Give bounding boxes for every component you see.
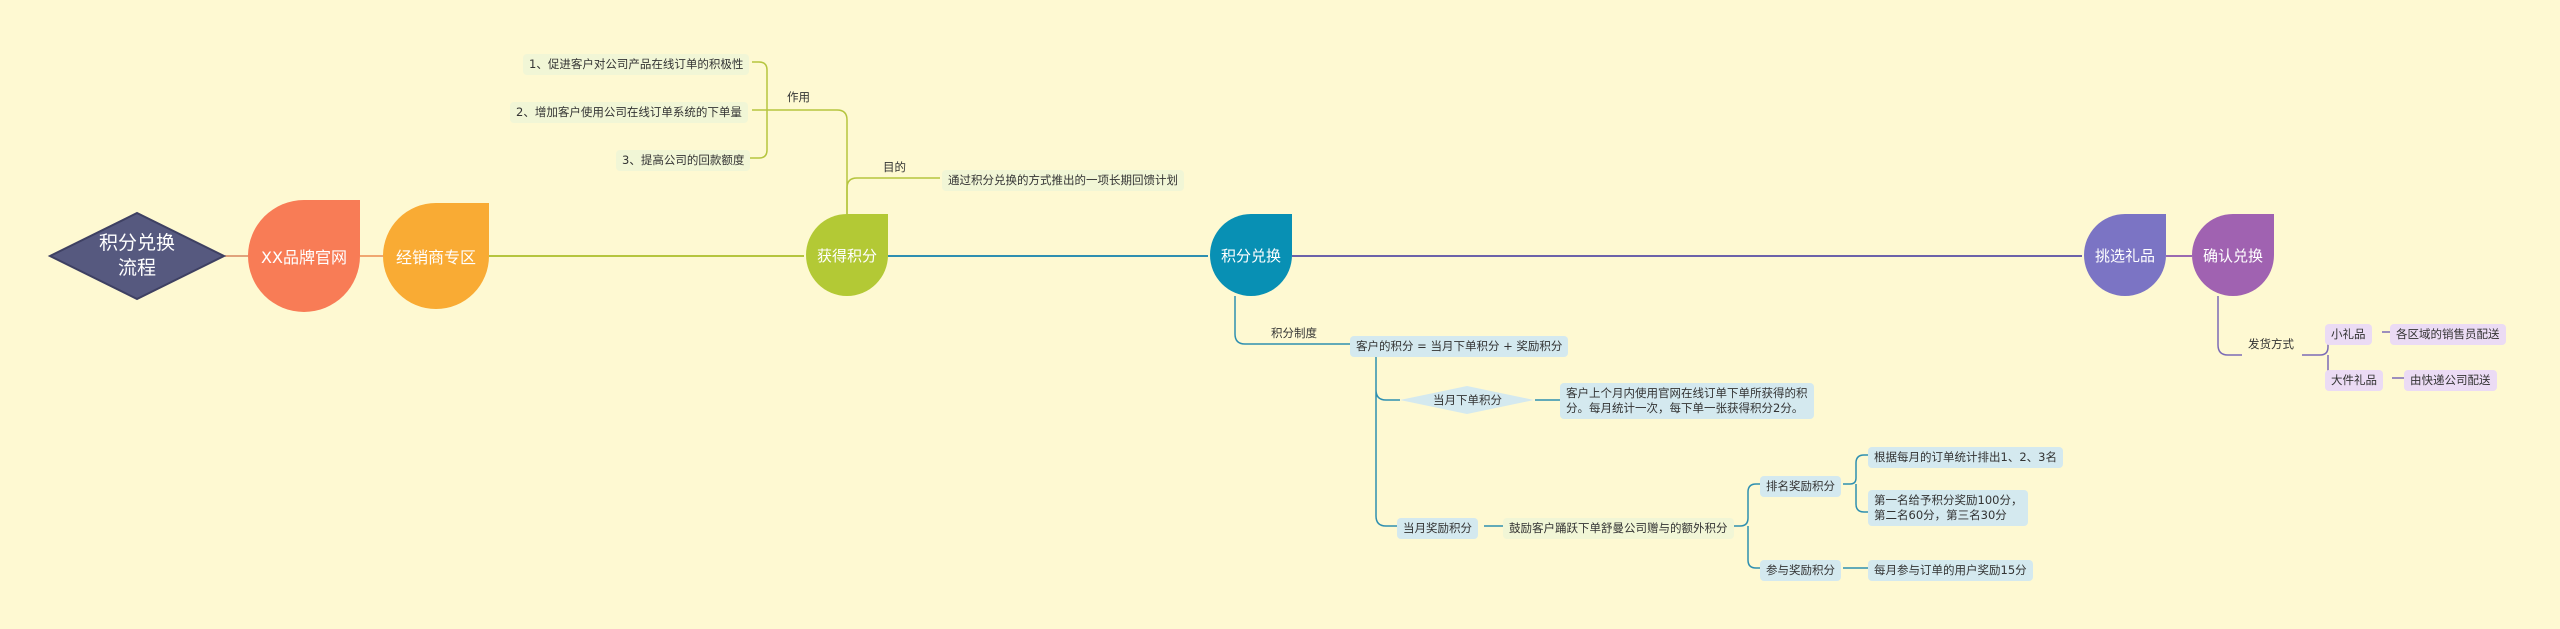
root-diamond [47,211,227,301]
large-gift-desc: 由快递公司配送 [2404,370,2497,391]
reward-desc: 鼓励客户踊跃下单舒曼公司赠与的额外积分 [1503,518,1734,539]
system-label: 积分制度 [1271,326,1317,340]
node-brand-site-label: XX品牌官网 [261,248,347,267]
use-item-1: 1、促进客户对公司产品在线订单的积极性 [523,54,750,75]
node-points-exchange-label: 积分兑换 [1220,246,1281,265]
node-dealer-zone[interactable]: 经销商专区 [383,203,489,309]
link-get-goal [846,177,940,214]
points-formula: 客户的积分 = 当月下单积分 + 奖励积分 [1350,336,1569,357]
link-use-items [750,61,768,159]
root-title: 积分兑换 流程 [98,232,175,279]
monthly-order-label: 当月下单积分 [1433,393,1502,407]
link-exchange-system [1234,296,1350,345]
link-formula-items [1375,356,1400,527]
node-confirm-exchange[interactable]: 确认兑换 [2192,214,2274,296]
small-gift-desc: 各区域的销售员配送 [2390,324,2506,345]
delivery-label: 发货方式 [2248,337,2294,351]
participation-reward: 参与奖励积分 [1760,560,1841,581]
monthly-reward: 当月奖励积分 [1397,518,1478,539]
use-item-2: 2、增加客户使用公司在线订单系统的下单量 [510,102,748,123]
node-confirm-exchange-label: 确认兑换 [2202,246,2263,265]
node-pick-gift-label: 挑选礼品 [2094,246,2155,265]
monthly-order-diamond [1400,386,1534,414]
monthly-order-desc: 客户上个月内使用官网在线订单下单所获得的积 分。每月统计一次，每下单一张获得积分… [1560,383,1814,419]
goal-label: 目的 [883,160,906,174]
node-get-points-label: 获得积分 [816,246,877,265]
small-gift: 小礼品 [2325,324,2372,345]
link-get-use [767,109,848,214]
use-label: 作用 [787,90,810,104]
link-pick-delivery [2217,296,2242,356]
rank-desc-1: 根据每月的订单统计排出1、2、3名 [1868,447,2063,468]
node-brand-site[interactable]: XX品牌官网 [248,200,360,312]
link-rank-descs [1843,454,1868,513]
rank-reward: 排名奖励积分 [1760,476,1841,497]
node-get-points[interactable]: 获得积分 [806,214,888,296]
goal-text: 通过积分兑换的方式推出的一项长期回馈计划 [942,170,1184,191]
large-gift: 大件礼品 [2325,370,2383,391]
use-item-3: 3、提高公司的回款额度 [616,150,751,171]
node-points-exchange[interactable]: 积分兑换 [1210,214,1292,296]
node-dealer-zone-label: 经销商专区 [395,248,476,267]
participation-desc: 每月参与订单的用户奖励15分 [1868,560,2033,581]
link-reward-subs [1727,483,1760,569]
node-pick-gift[interactable]: 挑选礼品 [2084,214,2166,296]
rank-desc-2: 第一名给予积分奖励100分， 第二名60分，第三名30分 [1868,490,2029,526]
